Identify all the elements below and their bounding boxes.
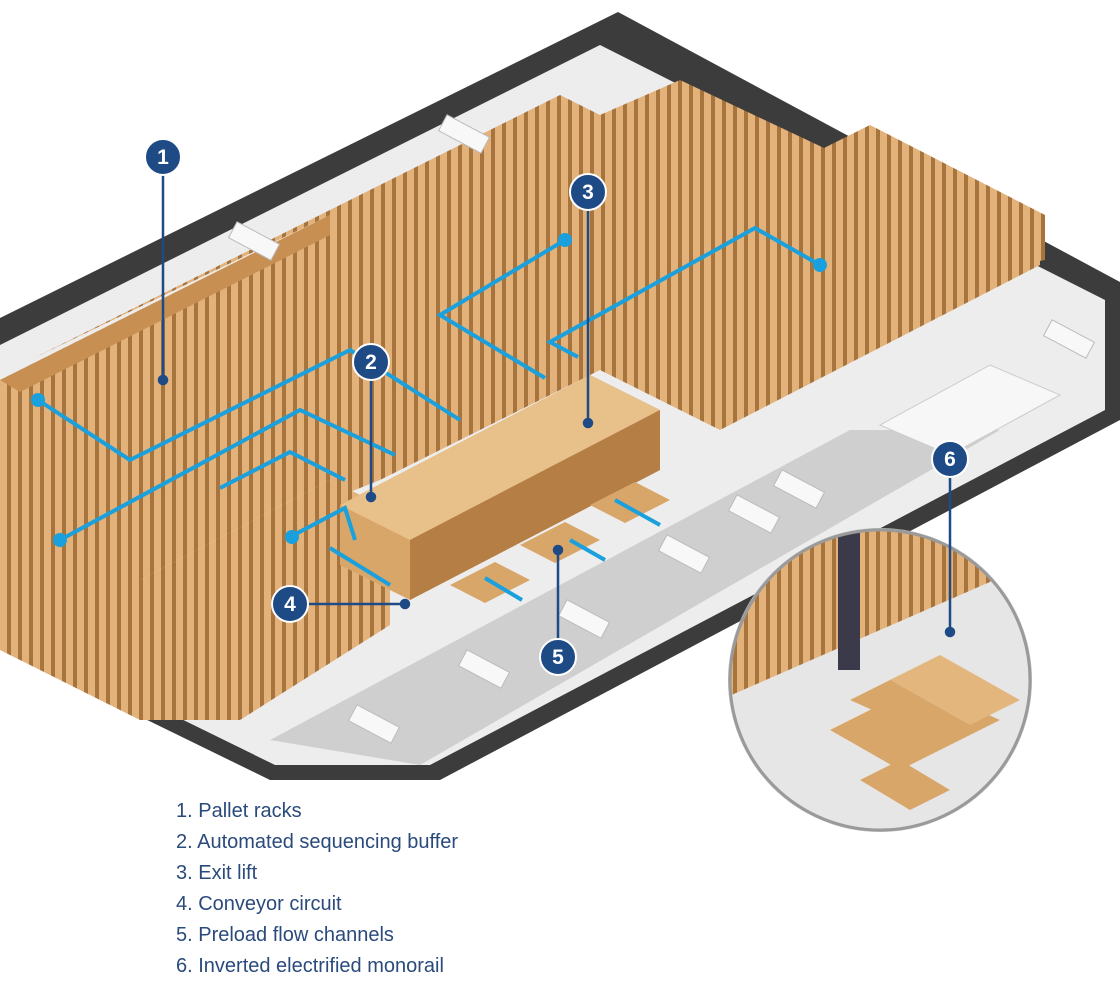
svg-text:5: 5 — [552, 646, 564, 669]
legend-item: 1. Pallet racks — [176, 800, 302, 822]
callout-5: 5 — [539, 638, 577, 676]
empty-lot — [878, 364, 1062, 456]
trucks — [227, 114, 1096, 744]
dock-road — [270, 430, 1000, 765]
legend-item: 6. Inverted electrified monorail — [176, 955, 444, 977]
legend-item: 3. Exit lift — [176, 862, 258, 884]
svg-text:3: 3 — [582, 181, 594, 204]
callout-2: 2 — [352, 343, 390, 381]
automated-sequencing-buffer — [340, 375, 660, 600]
flow-arrow-dots — [31, 233, 827, 547]
svg-text:4: 4 — [284, 593, 296, 616]
pallet-racks — [0, 80, 1045, 720]
legend-item: 4. Conveyor circuit — [176, 893, 342, 915]
legend: 1. Pallet racks 2. Automated sequencing … — [176, 796, 458, 982]
monorail-detail-lens — [728, 528, 1032, 832]
svg-text:1: 1 — [157, 146, 169, 169]
legend-item: 5. Preload flow channels — [176, 924, 394, 946]
callout-1: 1 — [144, 138, 182, 176]
callout-3: 3 — [569, 173, 607, 211]
flow-arrows — [36, 225, 821, 602]
callout-6: 6 — [931, 440, 969, 478]
legend-item: 2. Automated sequencing buffer — [176, 831, 459, 853]
svg-text:6: 6 — [944, 448, 956, 471]
svg-text:2: 2 — [365, 351, 377, 374]
callout-4: 4 — [271, 585, 309, 623]
